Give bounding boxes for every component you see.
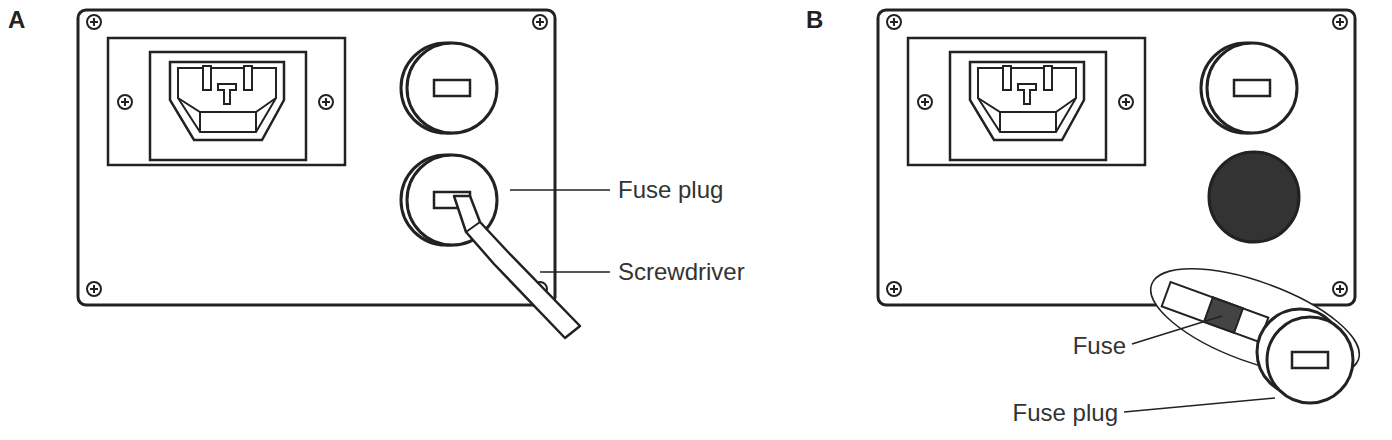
- fuse-plug: [1257, 309, 1353, 403]
- part-label: Fuse plug: [618, 176, 723, 204]
- leader-line: [1124, 398, 1275, 412]
- screwdriver: [454, 196, 580, 338]
- leader-line: [510, 189, 610, 191]
- panel-letter: B: [806, 6, 823, 34]
- leader-line: [1132, 316, 1222, 344]
- fuse: [1162, 282, 1269, 342]
- panel-letter: A: [8, 6, 25, 34]
- part-label: Screwdriver: [618, 258, 745, 286]
- part-label: Fuse plug: [1013, 399, 1118, 427]
- part-label: Fuse: [1073, 332, 1126, 360]
- empty-fuse-socket: [1209, 152, 1299, 242]
- leader-line: [540, 271, 610, 273]
